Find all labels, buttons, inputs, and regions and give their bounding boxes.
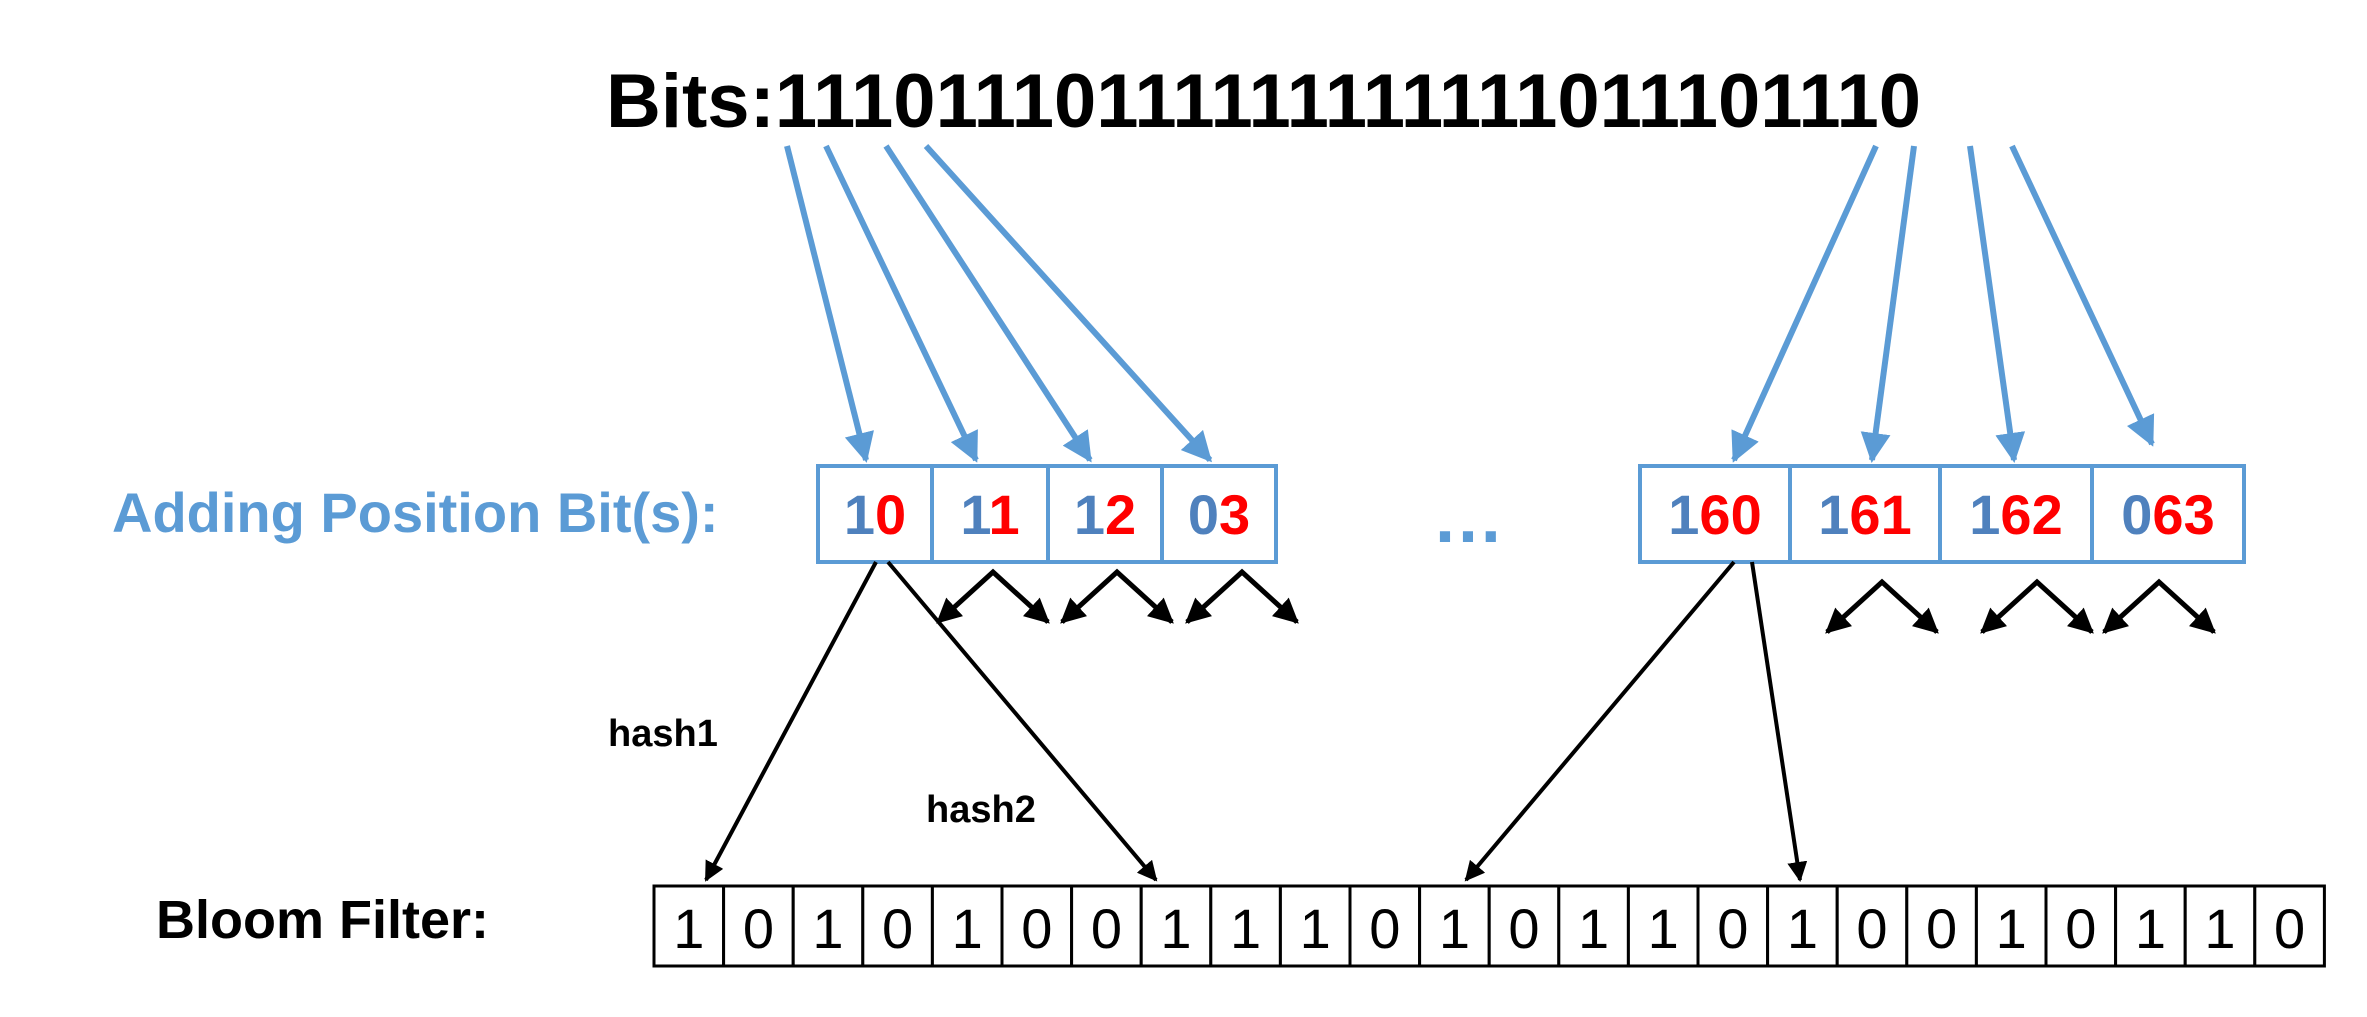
bloom-cell-box bbox=[2044, 884, 2118, 968]
ellipsis: … bbox=[1432, 478, 1504, 558]
bloom-cell-bit: 0 bbox=[1856, 897, 1887, 960]
bloom-cell-box bbox=[2183, 884, 2257, 968]
bloom-cell-bit: 1 bbox=[1648, 897, 1679, 960]
bloom-filter-label: Bloom Filter: bbox=[156, 890, 489, 950]
shift-arrow bbox=[936, 568, 1050, 624]
bloom-cell-bit: 1 bbox=[1160, 897, 1191, 960]
hash-arrows bbox=[704, 560, 1808, 882]
position-cell: 063 bbox=[2121, 483, 2214, 546]
position-cell: 11 bbox=[960, 483, 1019, 546]
position-cell: 10 bbox=[844, 483, 906, 546]
hash1-arrow-left bbox=[704, 561, 878, 882]
position-cell: 160 bbox=[1668, 483, 1761, 546]
hash1-arrow-right bbox=[1464, 560, 1736, 882]
bloom-cell-bit: 1 bbox=[2135, 897, 2166, 960]
bloom-cell-box bbox=[1835, 884, 1909, 968]
bloom-cell-bit: 0 bbox=[2065, 897, 2096, 960]
bloom-cell-box bbox=[1766, 884, 1839, 968]
bit-arrow-4 bbox=[923, 143, 1213, 463]
bloom-cell-box bbox=[791, 884, 865, 968]
bits-title: Bits:11101110111111111111011101110 bbox=[606, 59, 1921, 144]
shift-arrow bbox=[1185, 568, 1299, 624]
bits-value: 11101110111111111111011101110 bbox=[775, 59, 1921, 144]
hash2-arrow-left bbox=[886, 560, 1158, 882]
bloom-cell-bit: 0 bbox=[2274, 897, 2305, 960]
left-cell-group: 10 11 12 03 bbox=[816, 464, 1278, 564]
position-cell: 03 bbox=[1188, 483, 1250, 546]
bloom-cell-box bbox=[1974, 884, 2048, 968]
bloom-cell-bit: 0 bbox=[1369, 897, 1400, 960]
bloom-cell-bit: 1 bbox=[812, 897, 843, 960]
position-cell: 162 bbox=[1969, 483, 2062, 546]
bit-arrow-7 bbox=[1967, 145, 2026, 463]
right-cell-group: 160 161 162 063 bbox=[1638, 464, 2246, 564]
position-cell: 161 bbox=[1818, 483, 1911, 546]
bit-arrow-8 bbox=[2009, 144, 2155, 447]
hash2-arrow-right bbox=[1750, 561, 1808, 882]
bloom-cell-bit: 1 bbox=[2204, 897, 2235, 960]
shift-arrow bbox=[1980, 578, 2094, 634]
bloom-cell-box bbox=[1070, 884, 1143, 968]
position-cell: 12 bbox=[1074, 483, 1136, 546]
bloom-cell-bit: 1 bbox=[1439, 897, 1470, 960]
bloom-cell-bit: 0 bbox=[882, 897, 913, 960]
bits-label: Bits: bbox=[606, 59, 775, 144]
bloom-cell-box bbox=[1557, 884, 1630, 968]
bit-arrow-3 bbox=[883, 144, 1093, 463]
bit-arrow-2 bbox=[823, 144, 979, 463]
bit-to-cell-arrows bbox=[784, 143, 2155, 463]
bloom-cell-box bbox=[1905, 884, 1978, 968]
shift-arrow bbox=[1825, 578, 1939, 634]
bloom-cell-box bbox=[1418, 884, 1491, 968]
bloom-cell-box bbox=[1139, 884, 1213, 968]
bloom-cell-bit: 1 bbox=[1300, 897, 1331, 960]
bloom-cell-bit: 0 bbox=[1508, 897, 1539, 960]
bloom-cell-box bbox=[1348, 884, 1422, 968]
bloom-cell-box bbox=[1278, 884, 1352, 968]
bloom-cell-bit: 0 bbox=[743, 897, 774, 960]
bloom-cell-box bbox=[930, 884, 1004, 968]
bloom-cell-bit: 1 bbox=[673, 897, 704, 960]
hash2-label: hash2 bbox=[926, 789, 1036, 831]
shift-arrow bbox=[1060, 568, 1174, 624]
bloom-cell-bit: 1 bbox=[1996, 897, 2027, 960]
bloom-cell-bit: 1 bbox=[1787, 897, 1818, 960]
position-label: Adding Position Bit(s): bbox=[112, 481, 719, 544]
shift-arrow bbox=[2102, 578, 2216, 634]
bloom-cell-bit: 0 bbox=[1091, 897, 1122, 960]
bloom-cell-box bbox=[2253, 884, 2326, 968]
bloom-cell-bit: 1 bbox=[1578, 897, 1609, 960]
bit-arrow-5 bbox=[1731, 144, 1879, 463]
bit-arrow-6 bbox=[1860, 145, 1917, 463]
hash1-label: hash1 bbox=[608, 713, 718, 755]
bit-arrow-1 bbox=[784, 145, 874, 463]
bloom-cell-bit: 0 bbox=[1021, 897, 1052, 960]
bloom-cell-box bbox=[1626, 884, 1700, 968]
bloom-cell-box bbox=[861, 884, 934, 968]
bloom-cell-box bbox=[1000, 884, 1074, 968]
bloom-cell-bit: 1 bbox=[952, 897, 983, 960]
bloom-cell-box bbox=[652, 884, 726, 968]
bloom-cell-bit: 1 bbox=[1230, 897, 1261, 960]
bloom-cell-bit: 0 bbox=[1926, 897, 1957, 960]
bloom-cell-bit: 0 bbox=[1717, 897, 1748, 960]
shift-arrows bbox=[936, 568, 2216, 634]
